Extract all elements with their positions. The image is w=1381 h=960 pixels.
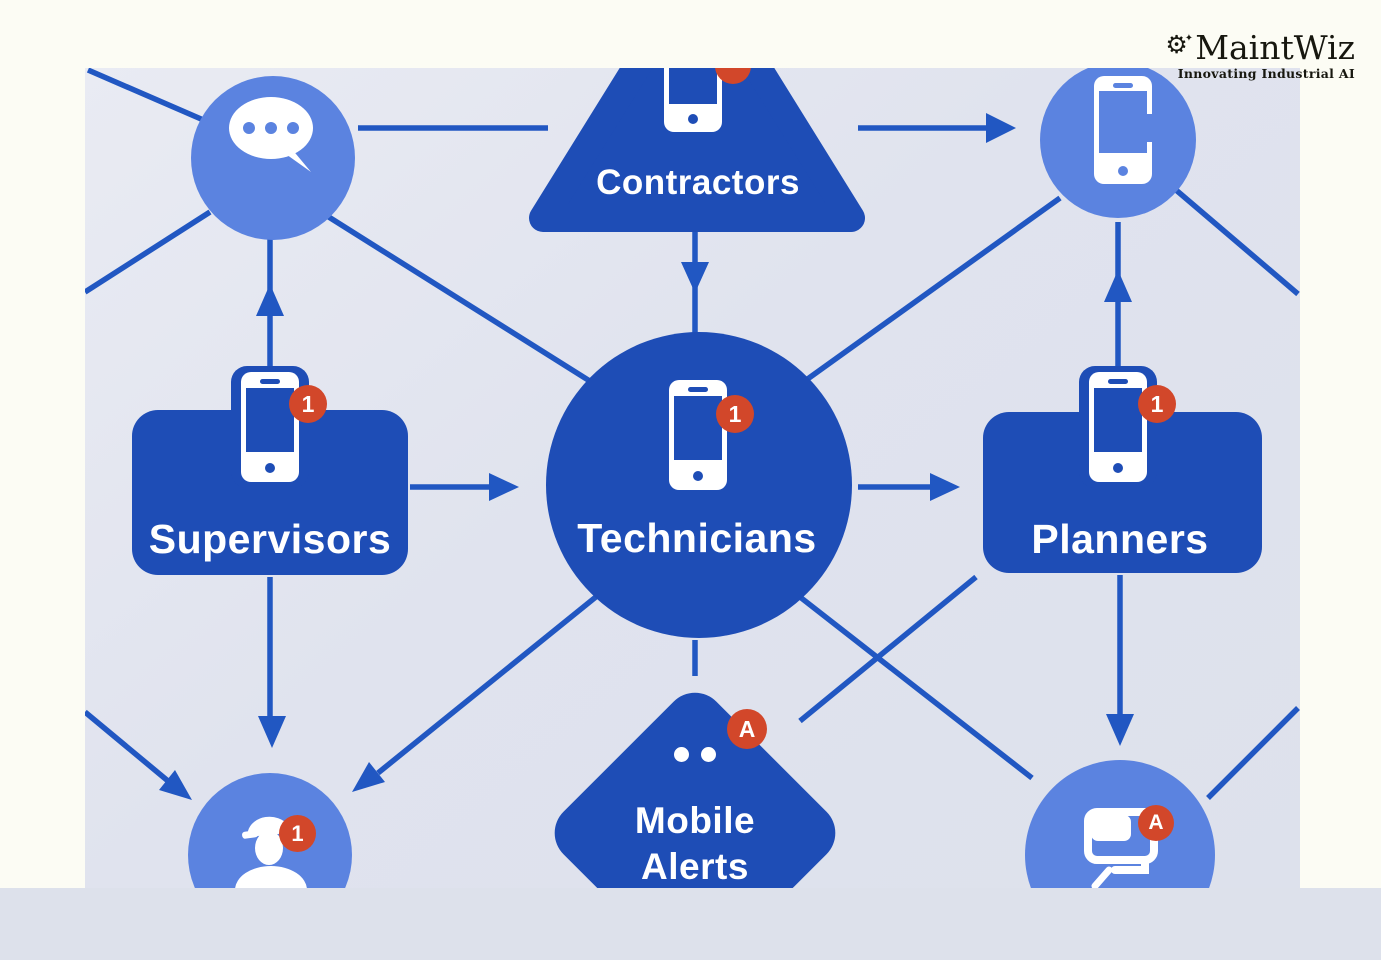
phone-home-dot (693, 471, 703, 481)
smartphone-icon (241, 372, 299, 482)
computer-icon (1084, 808, 1158, 888)
phone-notch (1136, 114, 1154, 142)
phone-screen (246, 388, 294, 452)
technicians-label: Technicians (577, 515, 817, 561)
phone-home-dot (688, 114, 698, 124)
node-phone-circle (1040, 68, 1196, 218)
smartphone-icon (669, 380, 727, 490)
two-dots-icon (674, 747, 689, 762)
smartphone-icon (664, 68, 722, 132)
line-left-edge-to-chat (85, 209, 212, 295)
notification-badge: 1 (1138, 385, 1176, 423)
contractors-label: Contractors (596, 163, 800, 202)
phone-speaker (688, 387, 708, 392)
diagram-background: Contractors 1 Supervisors 1 T (85, 68, 1300, 888)
phone-screen (1094, 388, 1142, 452)
line-right-edge-to-workstation (1206, 706, 1300, 800)
gear-icon: ⚙ (1165, 30, 1188, 59)
phone-home-dot (265, 463, 275, 473)
phone-screen (669, 68, 717, 104)
notification-badge: 1 (279, 815, 316, 852)
maintwiz-logo: ⚙✦MaintWiz Innovating Industrial AI (1165, 22, 1355, 81)
line-technicians-to-workstation (798, 594, 1034, 781)
node-chat-circle (191, 76, 355, 240)
logo-name: MaintWiz (1195, 28, 1355, 67)
sparkle-icon: ✦ (1184, 33, 1194, 44)
phone-speaker (260, 379, 280, 384)
phone-home-dot (1113, 463, 1123, 473)
logo-wordmark: ⚙✦MaintWiz (1165, 22, 1355, 65)
arrow-technicians-to-worker (376, 589, 604, 776)
phone-screen (674, 396, 722, 460)
two-dots-icon (701, 747, 716, 762)
mobile-alerts-label-line2: Alerts (641, 846, 749, 887)
alert-badge: A (727, 709, 767, 749)
notification-badge: 1 (289, 385, 327, 423)
mobile-alerts-label-line1: Mobile (634, 800, 756, 841)
bottom-band (0, 888, 1381, 960)
notification-badge (715, 68, 751, 84)
line-alerts-to-planners (798, 574, 978, 724)
worker-icon (235, 816, 307, 888)
line-technicians-to-phone (793, 195, 1062, 391)
logo-tagline: Innovating Industrial AI (1177, 66, 1355, 81)
arrow-left-edge-to-worker (85, 709, 170, 784)
line-phone-to-right-edge (1174, 187, 1300, 297)
chat-bubble-icon (229, 97, 313, 172)
notification-badge: 1 (716, 395, 754, 433)
alert-badge: A (1138, 805, 1174, 841)
supervisors-label: Supervisors (148, 516, 392, 562)
line-chat-to-technicians (322, 211, 614, 398)
node-worker-circle: 1 (188, 773, 352, 888)
planners-label: Planners (1031, 516, 1209, 562)
smartphone-icon (1089, 372, 1147, 482)
line-topleft-corner-to-chat (86, 68, 210, 125)
node-workstation-circle: A (1025, 760, 1215, 888)
phone-speaker (1113, 83, 1133, 88)
smartphone-icon (1094, 76, 1154, 184)
phone-home-dot (1118, 166, 1128, 176)
phone-speaker (1108, 379, 1128, 384)
